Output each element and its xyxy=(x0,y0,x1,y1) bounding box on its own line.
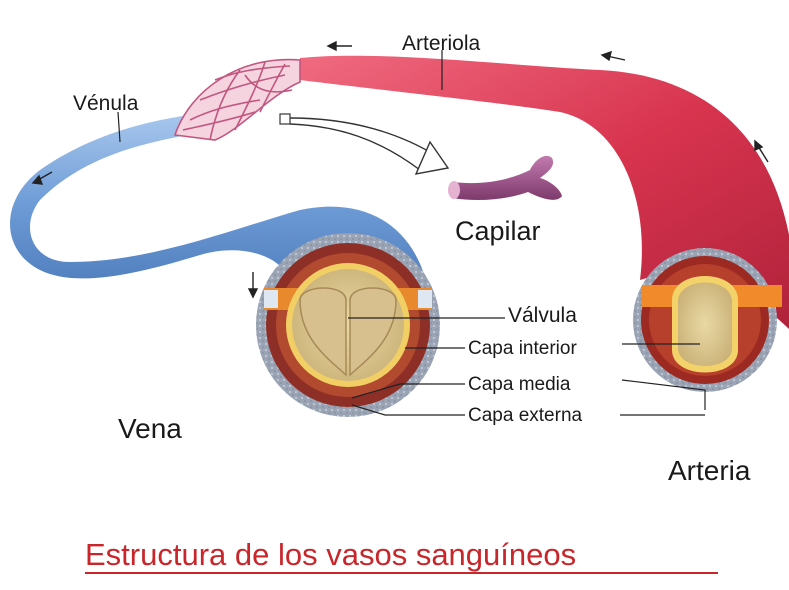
vein-cross-section xyxy=(256,233,440,417)
capillary-segment xyxy=(448,156,562,200)
label-venula: Vénula xyxy=(73,92,139,115)
label-capa-externa: Capa externa xyxy=(468,405,583,426)
label-arteriola: Arteriola xyxy=(402,32,481,55)
label-capa-media: Capa media xyxy=(468,374,571,395)
label-capa-interior: Capa interior xyxy=(468,338,577,359)
label-arteria: Arteria xyxy=(668,455,751,486)
diagram-title: Estructura de los vasos sanguíneos xyxy=(85,537,576,572)
label-valvula: Válvula xyxy=(508,304,577,327)
capillary-network xyxy=(175,60,300,140)
capillary-zoom-arrow xyxy=(280,114,448,174)
label-capilar: Capilar xyxy=(455,216,541,246)
label-vena: Vena xyxy=(118,413,182,444)
